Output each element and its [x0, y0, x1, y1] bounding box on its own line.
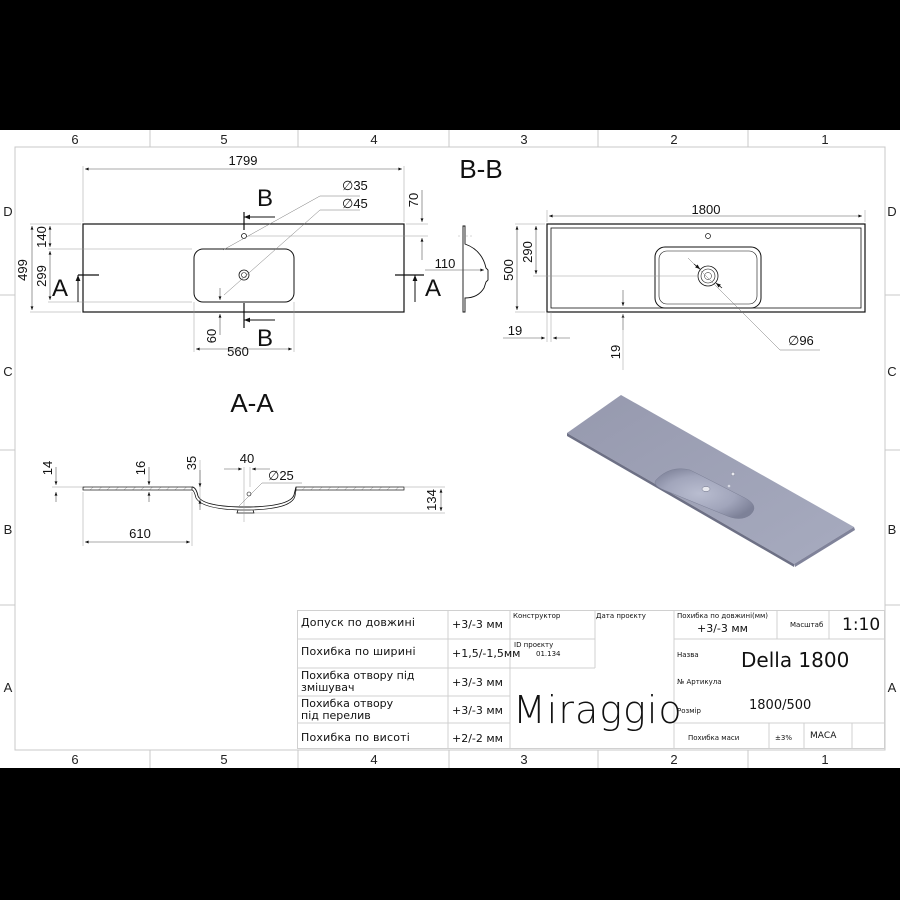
title-block: Допуск по довжині +3/-3 мм Похибка по ши… — [297, 610, 885, 750]
svg-text:2: 2 — [670, 752, 677, 767]
svg-text:16: 16 — [133, 461, 148, 475]
svg-text:290: 290 — [520, 241, 535, 263]
svg-text:5: 5 — [220, 132, 227, 147]
svg-text:500: 500 — [501, 259, 516, 281]
project-id-value: 01.134 — [536, 650, 561, 658]
tolerance-value-overflow-hole: +3/-3 мм — [452, 704, 503, 717]
svg-text:14: 14 — [40, 461, 55, 475]
svg-text:110: 110 — [435, 256, 456, 271]
svg-text:5: 5 — [220, 752, 227, 767]
tolerance-label-height: Похибка по висоті — [301, 731, 411, 744]
svg-text:B-B: B-B — [459, 154, 502, 184]
svg-text:A: A — [4, 680, 13, 695]
tolerance-value-width: +1,5/-1,5мм — [452, 647, 521, 660]
svg-text:A-A: A-A — [230, 388, 274, 418]
svg-text:6: 6 — [71, 752, 78, 767]
svg-text:D: D — [887, 204, 896, 219]
svg-text:560: 560 — [227, 344, 249, 359]
svg-text:1800: 1800 — [692, 202, 721, 217]
plan-view — [30, 166, 489, 352]
svg-text:19: 19 — [608, 345, 623, 359]
size-label: Розмір — [677, 707, 701, 715]
svg-text:1799: 1799 — [229, 153, 258, 168]
svg-text:2: 2 — [670, 132, 677, 147]
svg-text:C: C — [887, 364, 896, 379]
section-aa-labels: A-A 14 16 35 40 ∅25 134 610 — [40, 388, 439, 541]
svg-text:610: 610 — [129, 526, 151, 541]
column-labels-bottom: 6 5 4 3 2 1 — [71, 752, 828, 767]
name-label: Назва — [677, 651, 699, 659]
section-bb-view — [503, 210, 866, 370]
tolerance-value-height: +2/-2 мм — [452, 732, 503, 745]
svg-text:A: A — [52, 275, 68, 302]
length-error-value: +3/-3 мм — [697, 622, 748, 635]
svg-text:6: 6 — [71, 132, 78, 147]
svg-text:60: 60 — [204, 329, 219, 343]
tolerance-value-mixer-hole: +3/-3 мм — [452, 676, 503, 689]
isometric-render — [567, 395, 855, 567]
zone-frame — [0, 130, 900, 768]
technical-drawing: 6 5 4 3 2 1 6 5 4 3 2 1 D C B A D C B A — [0, 130, 900, 768]
svg-text:134: 134 — [424, 489, 439, 511]
svg-text:299: 299 — [34, 265, 49, 287]
title-block-grid — [297, 610, 885, 749]
article-label: № Артикула — [677, 678, 722, 686]
project-id-label: ID проєкту — [514, 641, 554, 649]
svg-text:35: 35 — [184, 456, 199, 470]
length-error-label: Похибка по довжині(мм) — [677, 612, 769, 620]
svg-text:C: C — [3, 364, 12, 379]
svg-text:B: B — [257, 185, 273, 212]
row-labels-left: D C B A — [3, 204, 12, 695]
svg-text:70: 70 — [406, 193, 421, 207]
row-labels-right: D C B A — [887, 204, 896, 695]
size-value: 1800/500 — [749, 698, 812, 713]
svg-text:∅25: ∅25 — [268, 468, 294, 483]
tolerance-label-overflow-hole: Похибка отвору під перелив — [301, 697, 394, 722]
project-date-label: Дата проєкту — [596, 612, 646, 620]
svg-text:∅45: ∅45 — [342, 196, 368, 211]
svg-text:∅35: ∅35 — [342, 178, 368, 193]
tolerance-label-mixer-hole: Похибка отвору під змішувач — [301, 669, 415, 694]
plan-view-labels: 1799 B B A A ∅35 ∅45 499 299 140 70 60 5… — [15, 153, 455, 359]
svg-text:B: B — [888, 522, 897, 537]
section-aa-view — [52, 460, 445, 546]
svg-text:B: B — [257, 325, 273, 352]
svg-text:D: D — [3, 204, 12, 219]
svg-text:4: 4 — [370, 752, 377, 767]
svg-text:1: 1 — [821, 752, 828, 767]
svg-text:499: 499 — [15, 259, 30, 281]
svg-text:140: 140 — [34, 226, 49, 248]
svg-text:1: 1 — [821, 132, 828, 147]
column-labels-top: 6 5 4 3 2 1 — [71, 132, 828, 147]
product-name: Della 1800 — [741, 648, 850, 672]
svg-text:4: 4 — [370, 132, 377, 147]
scale-value: 1:10 — [842, 615, 881, 635]
tolerance-label-width: Похибка по ширині — [301, 645, 416, 658]
mass-error-value: ±3% — [775, 734, 792, 742]
brand-logo: Miraggio — [513, 688, 683, 732]
tolerance-label-length: Допуск по довжині — [301, 616, 416, 629]
mass-label: МАСА — [810, 731, 837, 741]
svg-text:A: A — [888, 680, 897, 695]
svg-text:B: B — [4, 522, 13, 537]
scale-label: Масштаб — [790, 621, 824, 629]
mass-error-label: Похибка маси — [688, 734, 740, 742]
svg-text:∅96: ∅96 — [788, 333, 814, 348]
section-bb-labels: B-B 1800 500 290 19 19 ∅96 — [459, 154, 813, 359]
designer-label: Конструктор — [513, 612, 561, 620]
svg-text:A: A — [425, 275, 441, 302]
tolerance-value-length: +3/-3 мм — [452, 618, 503, 631]
drawing-sheet: 6 5 4 3 2 1 6 5 4 3 2 1 D C B A D C B A — [0, 130, 900, 768]
svg-text:3: 3 — [520, 752, 527, 767]
svg-text:19: 19 — [508, 323, 522, 338]
svg-text:3: 3 — [520, 132, 527, 147]
svg-text:40: 40 — [240, 451, 254, 466]
